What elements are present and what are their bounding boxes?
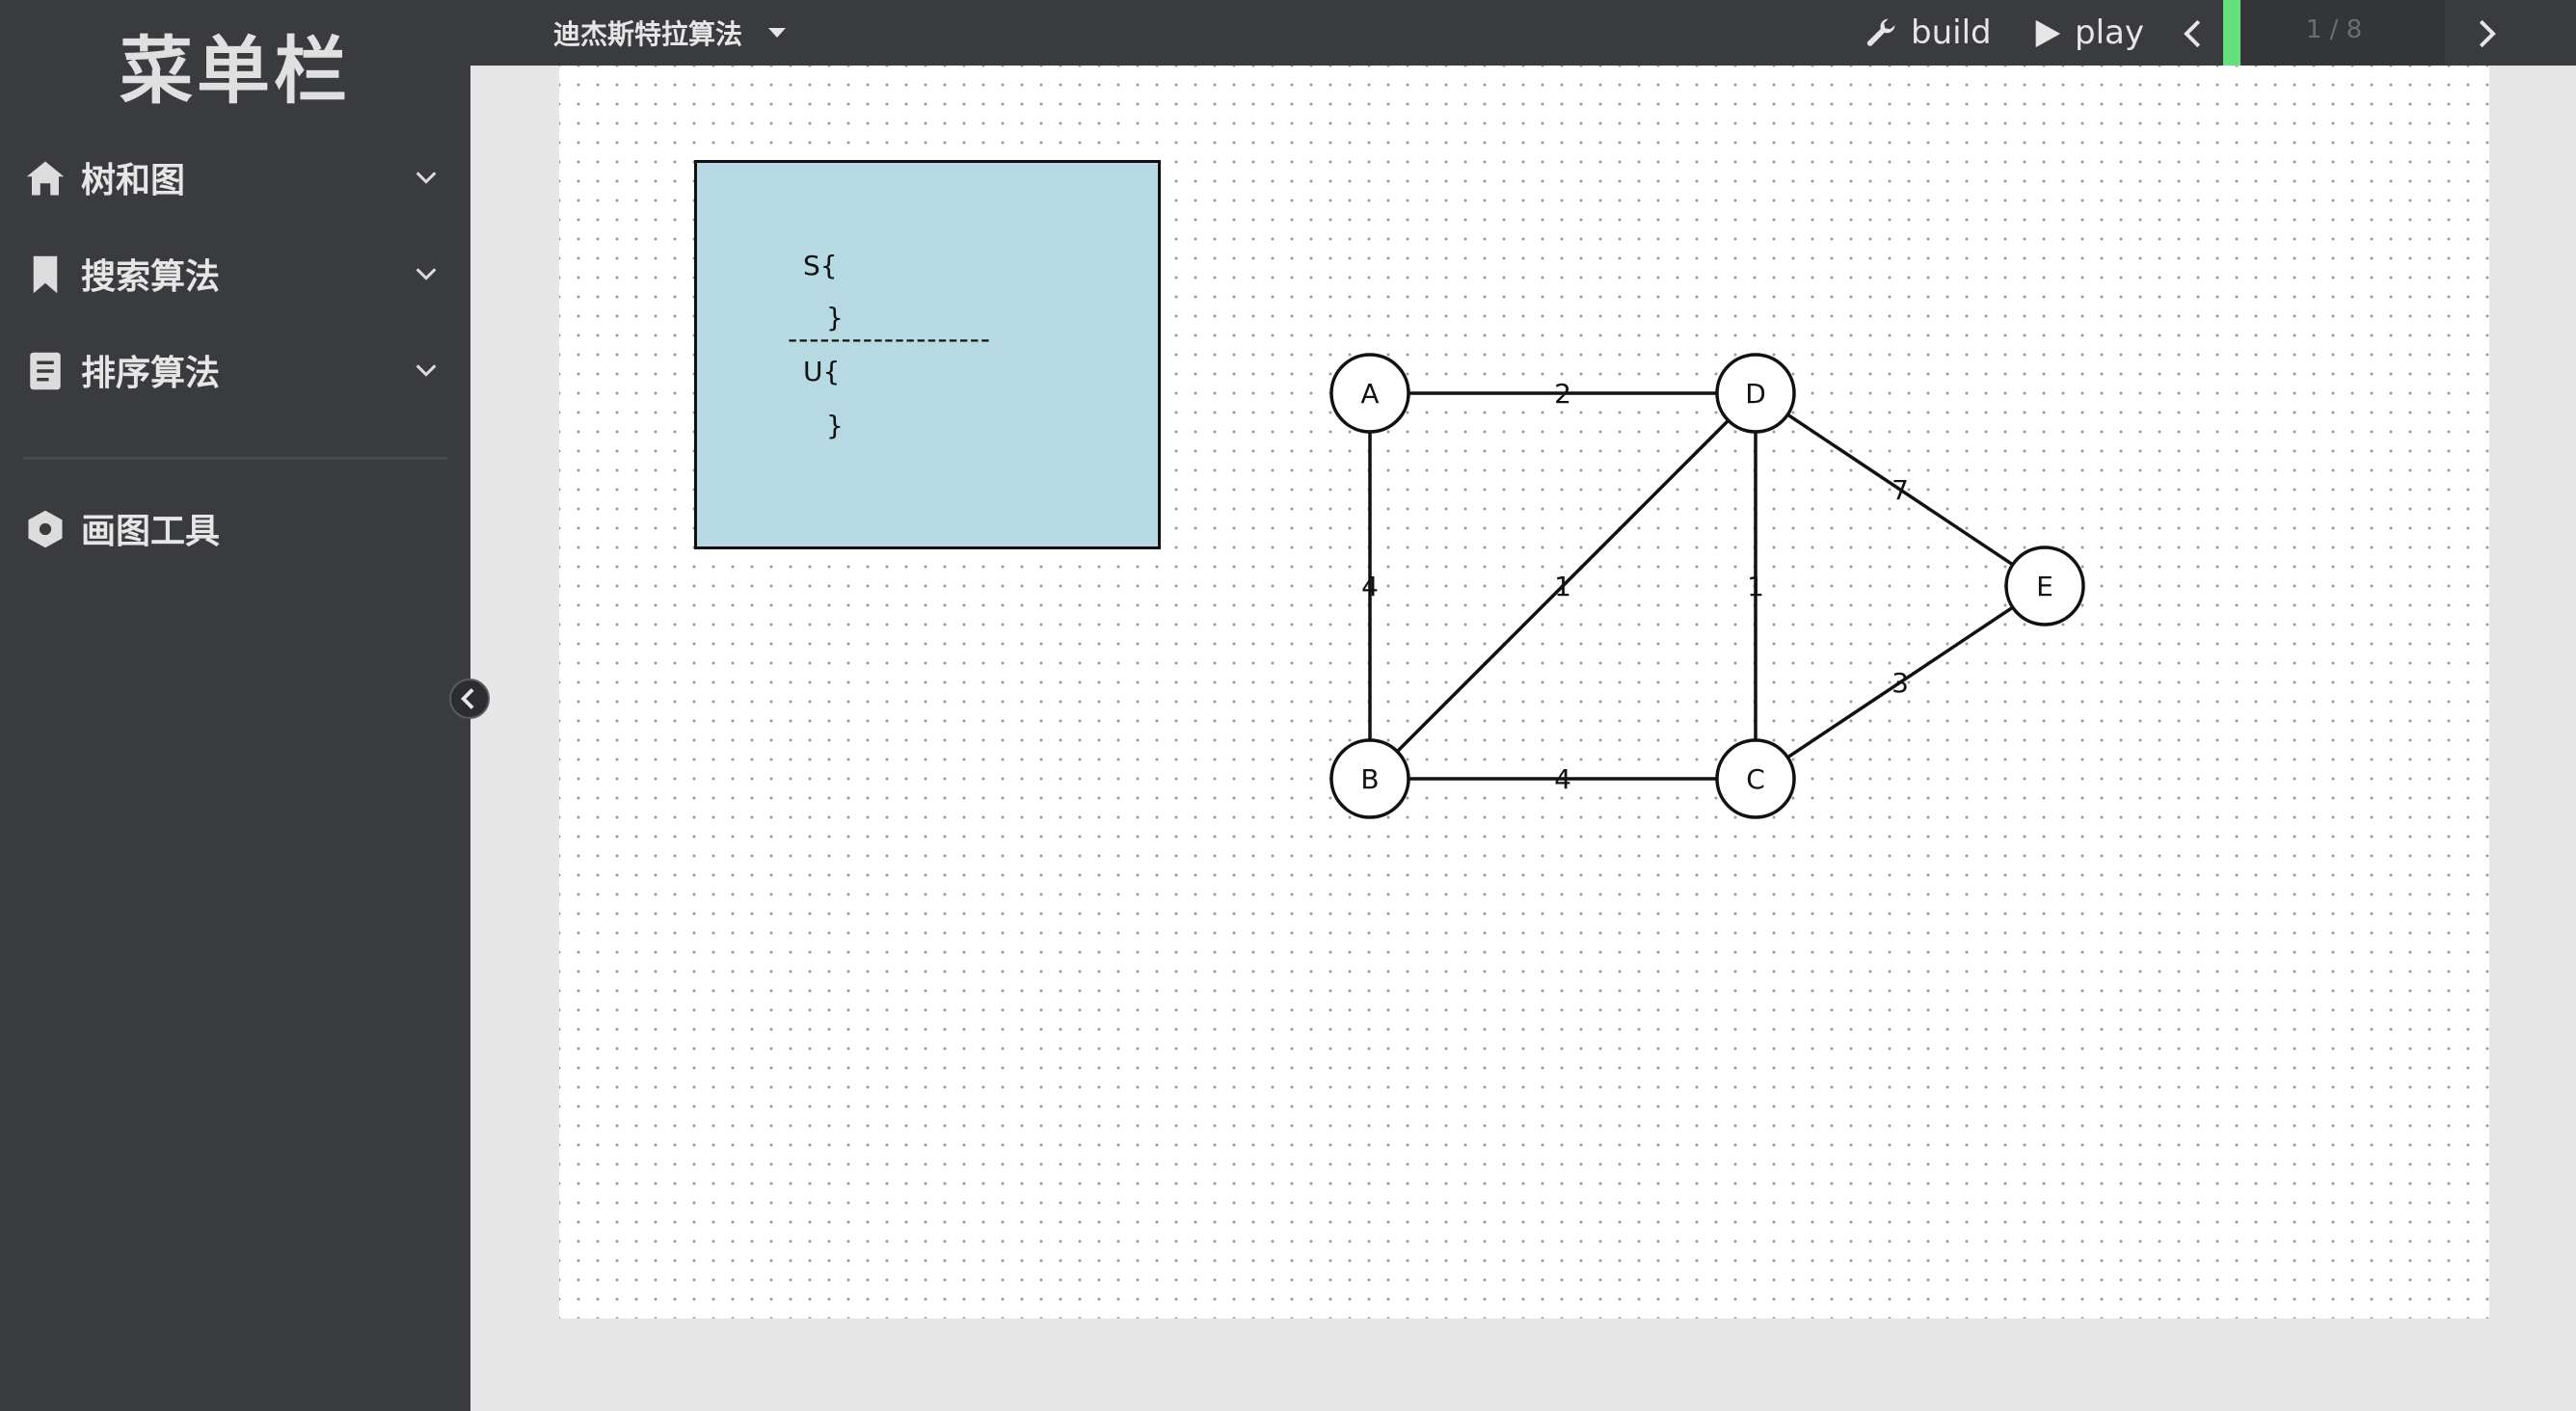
algorithm-select-value: 迪杰斯特拉算法 xyxy=(553,18,743,50)
algorithm-select[interactable]: 迪杰斯特拉算法 xyxy=(553,13,787,52)
node-label-B: B xyxy=(1360,763,1379,795)
graph: 2 4 1 1 7 4 3 A D E B C xyxy=(1329,353,2085,819)
node-B[interactable]: B xyxy=(1329,738,1410,819)
play-button-label: play xyxy=(2075,13,2144,52)
menu-item-trees-graphs[interactable]: 树和图 xyxy=(0,139,470,216)
set-separator: ------------------- xyxy=(788,323,991,355)
edge-C-E xyxy=(1786,605,2014,759)
home-icon xyxy=(26,161,65,196)
drawing-canvas[interactable]: S{ } ------------------- U{ } 2 4 1 1 7 4 3 A D E… xyxy=(559,66,2489,1318)
bookmark-icon xyxy=(33,255,58,294)
sidebar-title: 菜单栏 xyxy=(120,28,351,114)
edge-B-D xyxy=(1396,419,1730,753)
node-E[interactable]: E xyxy=(2004,546,2085,626)
menu-item-drawing-tool[interactable]: 画图工具 xyxy=(0,490,470,567)
build-button-label: build xyxy=(1911,13,1992,52)
edge-D-E xyxy=(1786,413,2014,567)
set-u-close: } xyxy=(826,410,844,441)
menu-label-search-algorithms: 搜索算法 xyxy=(81,257,221,297)
edge-weight-A-D: 2 xyxy=(1554,378,1571,410)
wrench-icon xyxy=(1866,18,1895,46)
sidebar: 菜单栏 树和图 搜索算法 排序算法 xyxy=(0,0,470,1411)
state-box: S{ } ------------------- U{ } xyxy=(694,160,1161,549)
document-icon xyxy=(30,352,61,390)
previous-step-button[interactable] xyxy=(2177,10,2212,58)
node-circle-A xyxy=(1329,353,1410,434)
edge-weight-C-E: 3 xyxy=(1892,667,1909,699)
node-C[interactable]: C xyxy=(1715,738,1796,819)
set-s-open: S{ xyxy=(803,250,838,281)
node-label-E: E xyxy=(2036,571,2053,602)
play-button[interactable]: play xyxy=(2030,10,2144,58)
edge-weight-B-D: 1 xyxy=(1554,571,1571,602)
chevron-left-icon xyxy=(2184,19,2201,48)
menu-item-sorting-algorithms[interactable]: 排序算法 xyxy=(0,332,470,409)
chevron-left-icon xyxy=(460,688,474,709)
edge-weight-A-B: 4 xyxy=(1361,571,1379,602)
node-label-C: C xyxy=(1746,763,1765,795)
build-button[interactable]: build xyxy=(1865,10,1992,58)
chevron-down-icon xyxy=(416,172,437,184)
node-circle-C xyxy=(1715,738,1796,819)
sidebar-divider xyxy=(23,457,447,460)
node-D[interactable]: D xyxy=(1715,353,1796,434)
edge-weight-B-C: 4 xyxy=(1554,763,1571,795)
next-step-button[interactable] xyxy=(2470,10,2505,58)
node-A[interactable]: A xyxy=(1329,353,1410,434)
chevron-down-icon xyxy=(416,268,437,280)
step-progress-bar: 1 / 8 xyxy=(2223,0,2445,66)
top-toolbar: 迪杰斯特拉算法 build play 1 / 8 xyxy=(470,0,2576,66)
edge-weight-D-E: 7 xyxy=(1892,474,1909,506)
node-label-D: D xyxy=(1745,378,1766,410)
node-label-A: A xyxy=(1360,378,1379,410)
play-icon xyxy=(2035,19,2061,48)
progress-fill xyxy=(2223,0,2241,66)
caret-down-icon xyxy=(768,28,787,38)
menu-label-drawing-tool: 画图工具 xyxy=(81,512,221,551)
hexagon-icon xyxy=(28,510,63,548)
set-u-open: U{ xyxy=(803,356,841,387)
edge-weight-D-C: 1 xyxy=(1747,571,1764,602)
set-s-close: } xyxy=(826,302,844,333)
node-circle-E xyxy=(2004,546,2085,626)
menu-label-trees-graphs: 树和图 xyxy=(81,161,186,200)
chevron-down-icon xyxy=(416,364,437,377)
chevron-right-icon xyxy=(2479,19,2496,48)
menu-item-search-algorithms[interactable]: 搜索算法 xyxy=(0,235,470,312)
sidebar-collapse-button[interactable] xyxy=(449,679,490,719)
step-counter: 1 / 8 xyxy=(2305,15,2363,44)
node-circle-D xyxy=(1715,353,1796,434)
menu-label-sorting-algorithms: 排序算法 xyxy=(81,354,221,393)
node-circle-B xyxy=(1329,738,1410,819)
